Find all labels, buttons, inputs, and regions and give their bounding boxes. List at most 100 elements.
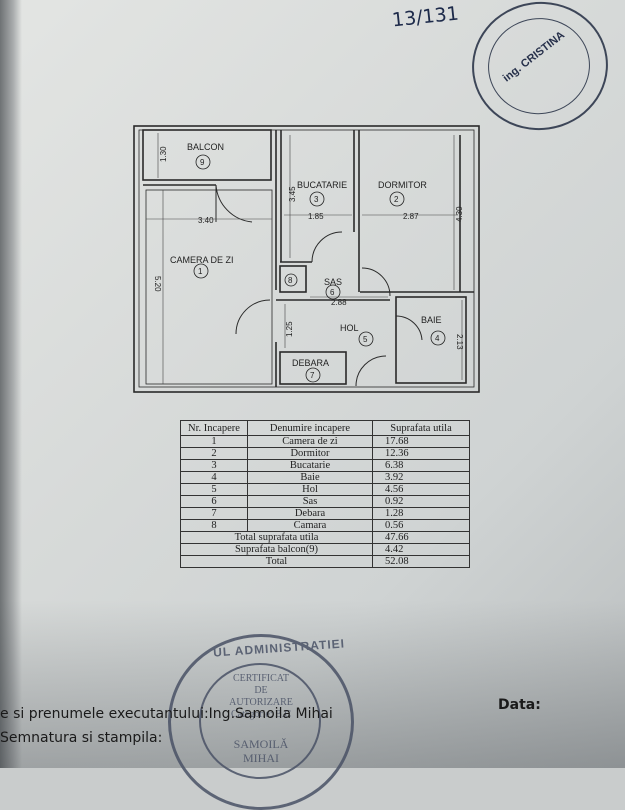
dim-bedroom-height: 4.30 [455,206,464,222]
header-name: Denumire incapere [247,420,373,436]
bath-outline [395,296,467,384]
table-row: 4 Baie 3.92 [180,471,470,484]
row-nr: 7 [180,507,248,520]
row-nr: 4 [180,471,248,484]
room-label-dormitor: DORMITOR [378,180,427,190]
dim-kitchen-width: 1.85 [308,212,324,221]
dim-bedroom-width: 2.87 [403,212,419,221]
header-area: Suprafata utila [372,420,470,436]
area-table: Nr. Incapere Denumire incapere Suprafata… [180,420,470,568]
dim-bath-height: 2.13 [455,334,464,350]
summary-value: 52.08 [372,555,470,568]
room-number-circle-9 [195,154,211,170]
bottom-stamp-line: DE [254,685,268,696]
dim-living-height: 5.20 [153,276,162,292]
room-number-circle-4 [430,330,446,346]
paper-fold-shadow [0,0,22,768]
summary-row: Total suprafata utila 47.66 [180,531,470,544]
summary-label: Total suprafata utila [180,531,373,544]
table-row: 3 Bucatarie 6.38 [180,459,470,472]
floor-plan: BALCON BUCATARIE DORMITOR CAMERA DE ZI S… [133,125,480,393]
door-arc-bath [395,315,423,341]
row-nr: 2 [180,447,248,460]
table-row: 2 Dormitor 12.36 [180,447,470,460]
row-name: Sas [247,495,373,508]
table-row: 7 Debara 1.28 [180,507,470,520]
bottom-stamp-line: AUTORIZARE [229,697,293,708]
outer-wall [133,125,480,393]
room-number-circle-3 [309,191,325,207]
bottom-stamp-line: CERTIFICAT [232,673,290,684]
room-number-2: 2 [394,195,399,204]
row-nr: 3 [180,459,248,472]
room-number-circle-2 [389,191,405,207]
summary-label: Suprafata balcon(9) [180,543,373,556]
row-area: 0.56 [372,519,470,532]
date-label: Data: [498,697,541,713]
row-name: Camara [247,519,373,532]
storage-8-outline [279,265,307,293]
bottom-stamp-line: MIHAI [243,751,279,765]
table-row: 5 Hol 4.56 [180,483,470,496]
living-room-outline [145,189,273,385]
room-label-sas: SAS [324,277,342,287]
summary-value: 47.66 [372,531,470,544]
room-number-circle-1 [193,263,209,279]
row-name: Baie [247,471,373,484]
room-number-8: 8 [288,276,293,285]
row-area: 12.36 [372,447,470,460]
room-label-hol: HOL [340,323,359,333]
room-label-balcon: BALCON [187,142,224,152]
door-arc-bedroom [361,267,391,297]
door-arc-kitchen [311,231,343,263]
header-nr: Nr. Incapere [180,420,248,436]
door-arc-balcony [215,184,253,223]
row-name: Bucatarie [247,459,373,472]
outer-wall-inner [138,129,475,388]
row-area: 0.92 [372,495,470,508]
row-name: Debara [247,507,373,520]
summary-label: Total [180,555,373,568]
room-number-circle-8 [284,273,298,287]
summary-row: Suprafata balcon(9) 4.42 [180,543,470,556]
table-row: 6 Sas 0.92 [180,495,470,508]
room-label-bucatarie: BUCATARIE [297,180,347,190]
table-header-row: Nr. Incapere Denumire incapere Suprafata… [180,420,470,436]
room-number-7: 7 [310,371,315,380]
door-arc-debara [355,355,387,387]
room-number-4: 4 [435,334,440,343]
dim-sas-width: 2.88 [331,298,347,307]
room-label-baie: BAIE [421,315,442,325]
row-area: 17.68 [372,435,470,448]
room-number-circle-5 [358,331,374,347]
summary-row: Total 52.08 [180,555,470,568]
bottom-stamp-line: Categorie: B.C [231,709,291,720]
row-nr: 1 [180,435,248,448]
room-number-3: 3 [314,195,319,204]
row-nr: 6 [180,495,248,508]
row-area: 3.92 [372,471,470,484]
room-number-9: 9 [200,158,205,167]
summary-value: 4.42 [372,543,470,556]
room-number-6: 6 [330,288,335,297]
executant-line: e si prenumele executantului:Ing.Samoila… [0,706,333,722]
row-name: Hol [247,483,373,496]
row-nr: 5 [180,483,248,496]
row-area: 1.28 [372,507,470,520]
row-name: Dormitor [247,447,373,460]
bottom-stamp: UL ADMINISTRATIEI CERTIFICAT DE AUTORIZA… [168,634,354,810]
row-nr: 8 [180,519,248,532]
dim-living-width: 3.40 [198,216,214,225]
table-row: 1 Camera de zi 17.68 [180,435,470,448]
room-number-circle-6 [325,284,341,300]
door-arc-hall [235,299,271,335]
bottom-stamp-line: SAMOILĂ [233,737,289,751]
signature-line: Semnatura si stampila: [0,730,163,746]
dim-kitchen-height: 3.45 [288,186,297,202]
debara-outline [279,351,347,385]
room-number-1: 1 [198,267,203,276]
row-area: 4.56 [372,483,470,496]
dim-balcony-height: 1.30 [159,146,168,162]
balcony-outline [142,129,272,181]
room-label-camera-de-zi: CAMERA DE ZI [170,255,234,265]
